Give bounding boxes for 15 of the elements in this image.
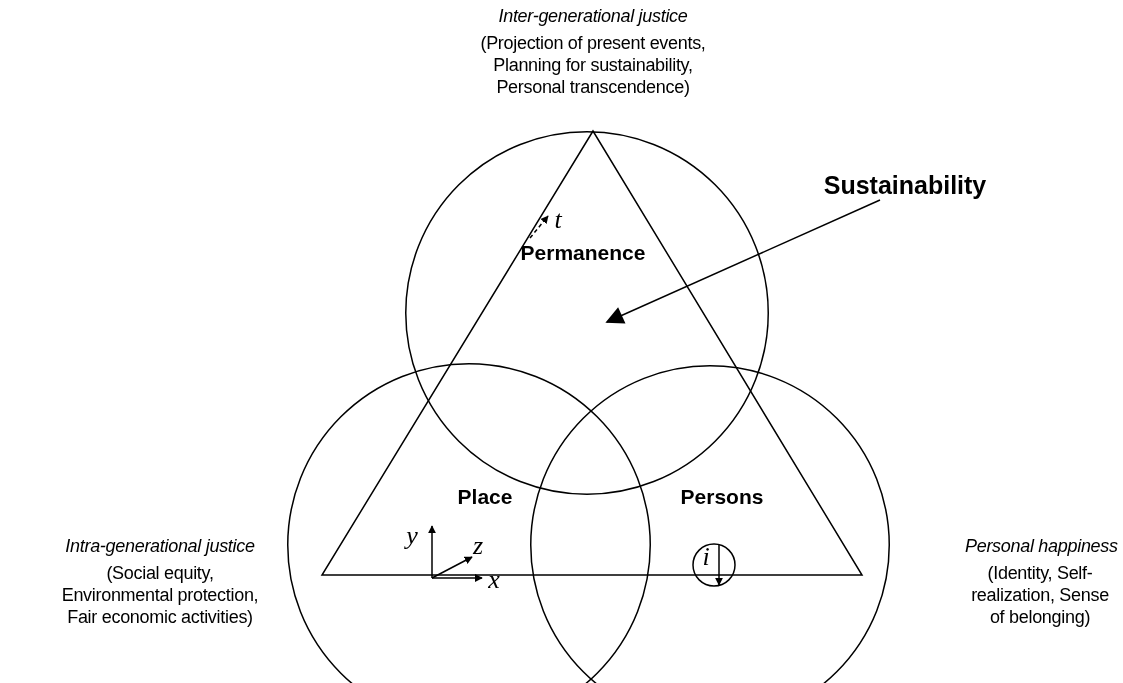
- heading-text: Inter-generational justice: [497, 6, 689, 27]
- variable-symbol: z: [472, 531, 484, 561]
- description-text: (Social equity, Environmental protection, Fair economic activities): [60, 562, 260, 628]
- description-text: (Identity, Self-realization, Sense of belonging): [970, 562, 1110, 628]
- variable-symbol: y: [406, 521, 418, 551]
- variable-symbol: t: [554, 205, 562, 235]
- description-text: (Projection of present events, Planning for sustainability, Personal transcendence): [479, 32, 707, 98]
- circle-label: Persons: [680, 485, 764, 509]
- leader-arrow: [605, 199, 881, 324]
- heading-text: Intra-generational justice: [64, 536, 256, 557]
- circle-label: Permanence: [520, 241, 646, 265]
- variable-symbol: x: [488, 565, 500, 595]
- variable-symbol: i: [702, 542, 710, 572]
- callout-text: Sustainability: [823, 170, 987, 200]
- circle-label: Place: [457, 485, 513, 509]
